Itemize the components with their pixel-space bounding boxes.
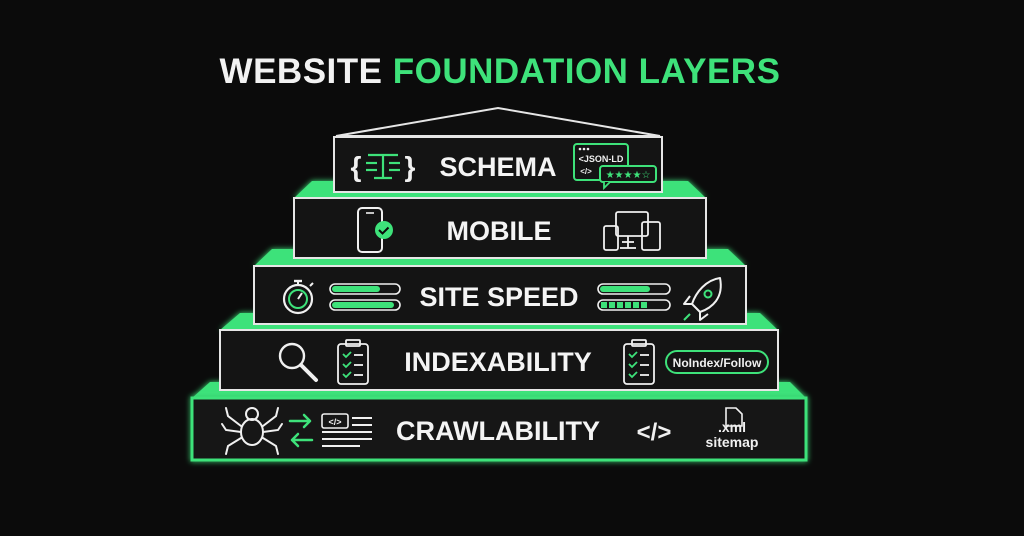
- code-brace-icon: { }: [351, 151, 416, 182]
- sync-arrows-icon: [288, 413, 314, 448]
- schema-code-tag: </>: [580, 167, 592, 176]
- phone-check-icon: [357, 207, 393, 253]
- json-ld-rating-card-icon: <JSON-LD </> ★★★★☆: [573, 143, 657, 191]
- spider-icon: [221, 407, 283, 455]
- layer-label-crawlability: CRAWLABILITY: [396, 416, 600, 446]
- rating-stars: ★★★★☆: [606, 170, 651, 181]
- layer-label-mobile: MOBILE: [447, 216, 552, 246]
- json-ld-badge-text: <JSON-LD: [579, 154, 624, 164]
- multi-device-icon: [603, 211, 661, 251]
- layer-label-site-speed: SITE SPEED: [419, 282, 578, 312]
- page-title: WEBSITE FOUNDATION LAYERS: [0, 52, 1000, 92]
- code-tag-small: </>: [328, 417, 341, 427]
- speed-bars-right: [597, 283, 671, 311]
- xml-file-icon: .xml sitemap: [706, 407, 759, 450]
- title-part-white: WEBSITE: [219, 52, 383, 91]
- noindex-follow-text: NoIndex/Follow: [673, 356, 762, 370]
- layer-site-speed: SITE SPEED: [253, 249, 747, 325]
- sitemap-label: sitemap: [706, 434, 759, 450]
- layer-label-schema: SCHEMA: [439, 152, 556, 182]
- layer-label-indexability: INDEXABILITY: [404, 347, 592, 377]
- stopwatch-icon: [282, 279, 314, 315]
- svg-text:}: }: [405, 151, 416, 182]
- xml-label: .xml: [718, 419, 746, 435]
- roof: [335, 106, 661, 137]
- noindex-follow-badge: NoIndex/Follow: [665, 350, 769, 374]
- speed-bars-left: [329, 283, 401, 311]
- title-part-green: FOUNDATION LAYERS: [392, 52, 781, 91]
- rocket-icon: [683, 277, 722, 321]
- magnifier-icon: [278, 342, 318, 382]
- layer-crawlability: CRAWLABILITY </>: [190, 382, 808, 462]
- layer-schema: SCHEMA { } <JSON-LD </> ★★★★☆: [333, 136, 663, 193]
- checklist-left-icon: [337, 339, 369, 385]
- checklist-icon: [623, 339, 655, 385]
- svg-text:{: {: [351, 151, 362, 182]
- code-brackets-icon: </>: [637, 419, 672, 446]
- code-document-icon: </>: [321, 413, 372, 447]
